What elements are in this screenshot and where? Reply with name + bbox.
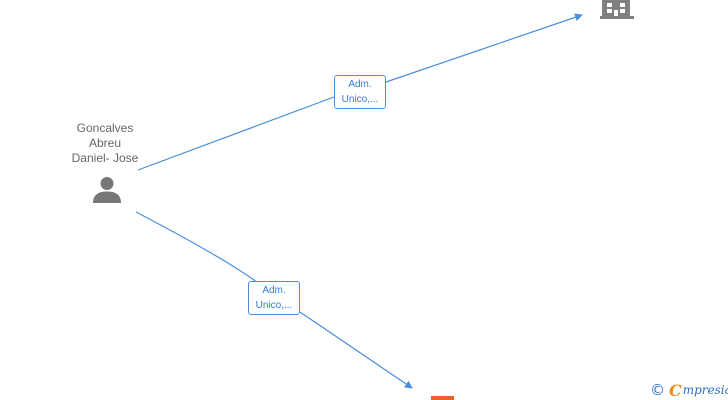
copyright-symbol: © [650, 381, 665, 399]
person-name[interactable]: Goncalves Abreu Daniel- Jose [55, 121, 155, 166]
edge-line-top [137, 15, 582, 171]
building-icon-orange[interactable] [431, 396, 454, 400]
brand-logo-initial: C [669, 380, 682, 400]
person-name-line-1: Goncalves [76, 121, 134, 135]
person-name-line-2: Abreu [88, 136, 122, 150]
edge-label-top-line-2: Unico,... [341, 94, 379, 105]
brand-logo[interactable]: © C mpresia [650, 380, 728, 400]
edge-label-top[interactable]: Adm. Unico,... [334, 75, 386, 109]
edge-label-bottom[interactable]: Adm. Unico,... [248, 281, 300, 315]
building-icon[interactable] [600, 0, 634, 24]
person-name-line-3: Daniel- Jose [71, 151, 139, 165]
brand-logo-text: mpresia [682, 383, 728, 397]
edge-label-top-line-1: Adm. [348, 79, 372, 90]
person-icon[interactable] [92, 176, 122, 209]
edge-label-bottom-line-2: Unico,... [255, 300, 293, 311]
edge-line-bottom [135, 211, 412, 388]
edge-label-bottom-line-1: Adm. [262, 285, 286, 296]
